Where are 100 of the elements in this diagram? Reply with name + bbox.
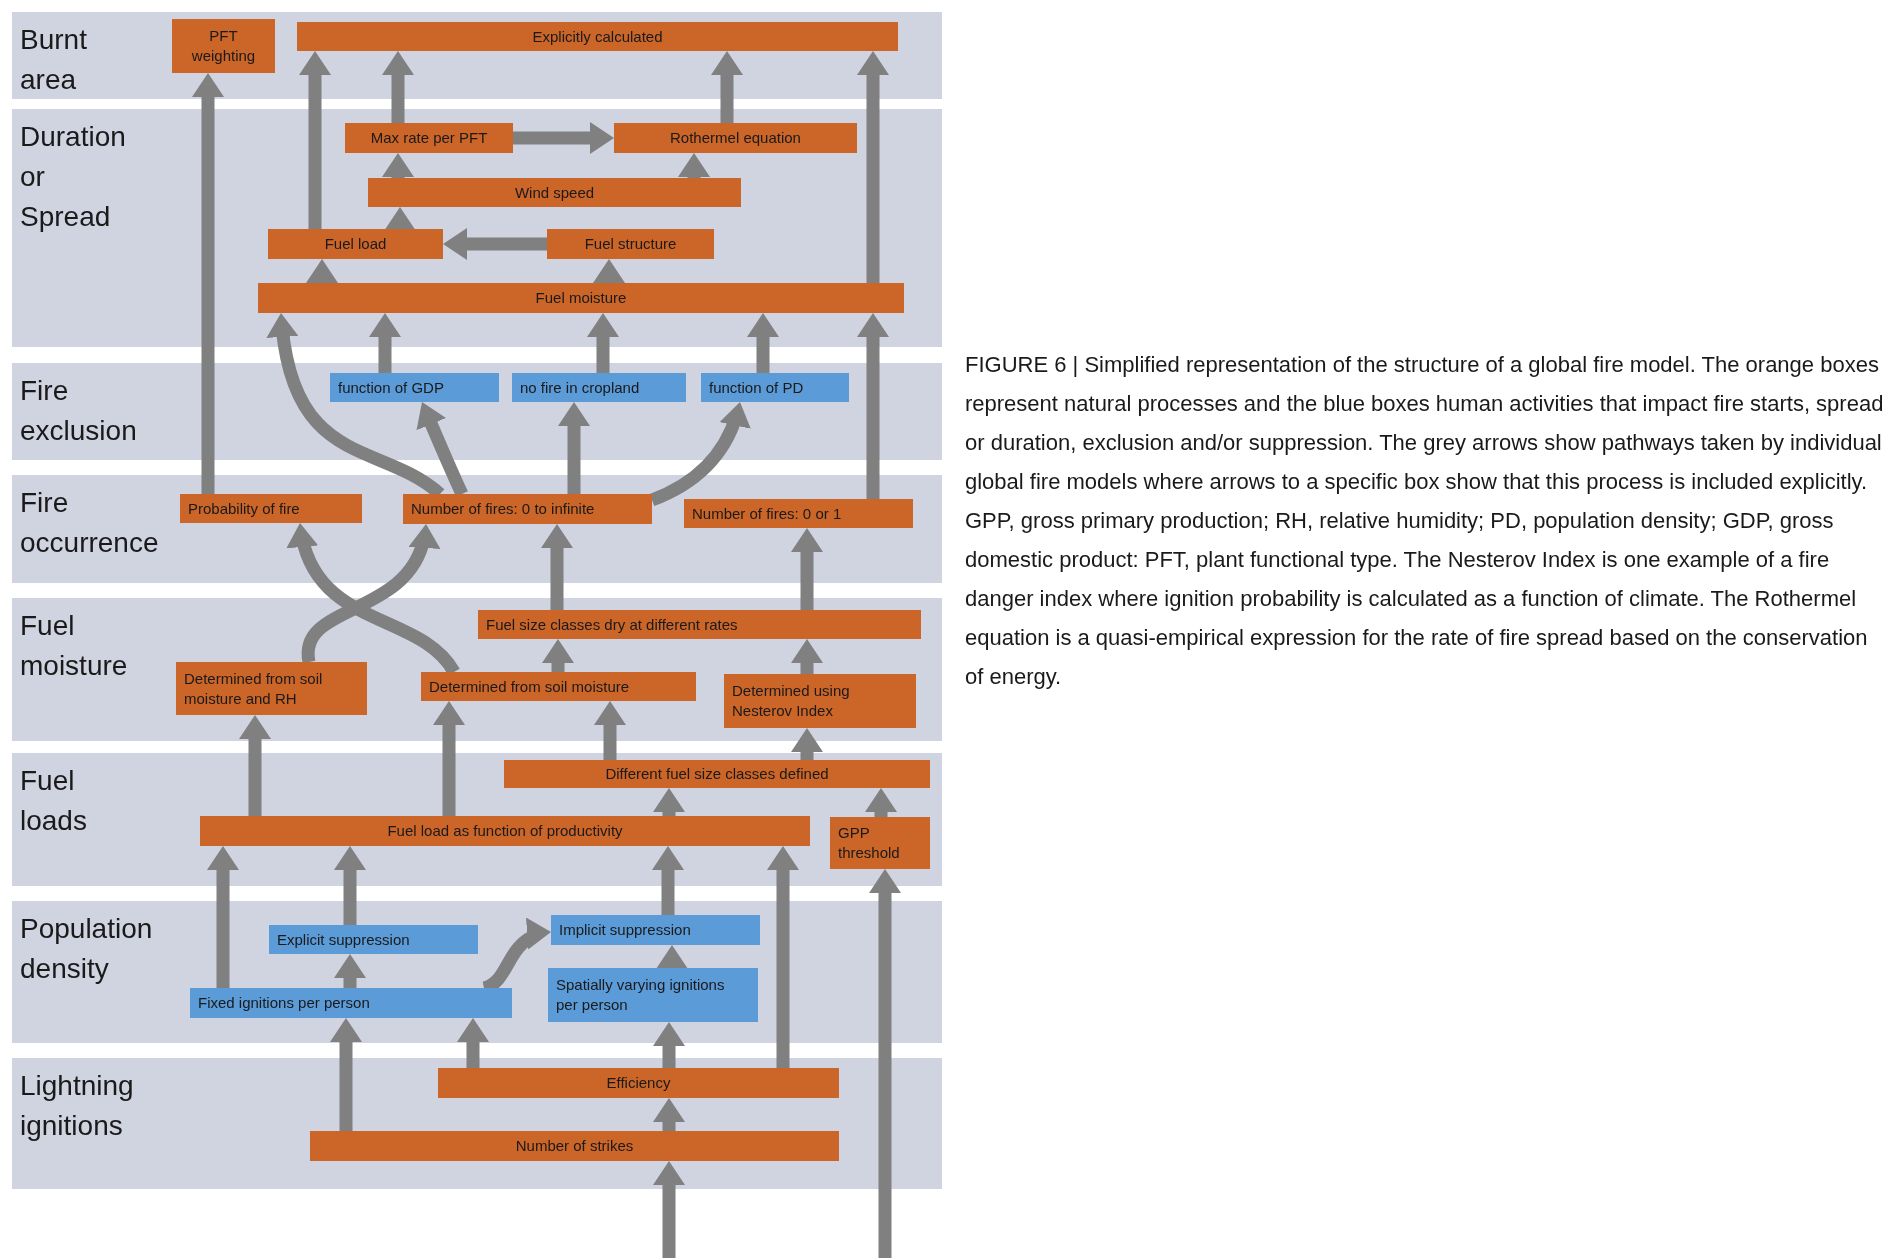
process-box [268, 229, 443, 259]
arrow [656, 945, 688, 969]
box-label: Number of fires: 0 to infinite [411, 499, 595, 519]
process-box [368, 178, 741, 207]
arrow [334, 846, 366, 925]
row-heading: Fire occurrence [20, 486, 159, 560]
process-box [345, 123, 513, 153]
box-label: Determined from soil moisture [429, 676, 630, 697]
arrow [382, 51, 414, 123]
process-box [180, 494, 362, 523]
arrow [594, 701, 626, 760]
box-label: Fuel size classes dry at different rates [486, 614, 738, 635]
arrow [711, 51, 743, 123]
box-label: Implicit suppression [559, 920, 691, 940]
arrow [653, 1022, 685, 1068]
arrow [558, 402, 590, 494]
arrow [587, 313, 619, 373]
box-label: Determined from soil moisture and RH [184, 668, 324, 709]
process-box [684, 499, 913, 528]
arrow [791, 528, 823, 610]
arrow [767, 846, 799, 1068]
process-box [310, 1131, 839, 1161]
process-box [724, 674, 916, 728]
box-label: Spatially varying ignitions per person [556, 975, 726, 1015]
box-label: function of GDP [338, 377, 444, 398]
row-band [12, 1058, 942, 1189]
process-box [551, 915, 760, 945]
box-label: Fuel moisture [535, 288, 627, 308]
box-label: Number of strikes [515, 1136, 634, 1156]
box-label: Explicit suppression [277, 929, 410, 950]
arrow [457, 1018, 489, 1068]
row-heading: Fire exclusion [20, 374, 137, 448]
figure-caption: FIGURE 6 | Simplified representation of the structure of a global fire model. The orange boxes represent natural processes and the blue boxes human activities that impact fire starts, spread or duration, exclusion and/or suppression. The grey arrows show pathways taken by individual global fire models where arrows to a specific box show that this process is included explicitly. GPP, gross primary production; RH, relative humidity; PD, population density; GDP, gross domestic product: PFT, plant functional type. The Nesterov Index is one example of a fire danger index where ignition probability is calculated as a function of climate. The Rothermel equation is a quasi-empirical expression for the rate of fire spread based on the conservation of energy. [965, 351, 1885, 691]
arrow [649, 400, 750, 506]
process-box [548, 968, 758, 1022]
box-label: no fire in cropland [520, 377, 640, 398]
process-box [200, 816, 810, 846]
box-label: Different fuel size classes defined [605, 764, 829, 784]
arrow [541, 524, 573, 610]
arrow [857, 51, 889, 283]
arrow [330, 1018, 362, 1131]
arrow [443, 228, 547, 260]
arrow [207, 846, 239, 988]
process-box [330, 373, 499, 402]
arrow [747, 313, 779, 373]
arrow [239, 715, 271, 816]
box-label: Fixed ignitions per person [198, 993, 370, 1013]
row-heading: Fuel moisture [20, 609, 128, 683]
process-box [614, 123, 857, 153]
row-heading: Duration or Spread [20, 120, 126, 234]
box-label: function of PD [709, 377, 804, 398]
arrow [593, 259, 625, 283]
box-label: Probability of fire [188, 498, 300, 519]
arrow [653, 788, 685, 816]
arrow [652, 846, 684, 915]
arrow [869, 869, 901, 1258]
process-box [176, 662, 367, 715]
process-box [830, 817, 930, 869]
process-box [478, 610, 921, 639]
arrow [653, 1098, 685, 1131]
row-band [12, 753, 942, 886]
box-label: Fuel load as function of productivity [387, 821, 623, 841]
process-box [421, 672, 696, 701]
box-label: PFT weighting [190, 26, 257, 66]
arrow [542, 639, 574, 672]
arrow [382, 153, 414, 178]
arrow [857, 313, 889, 499]
process-box [190, 988, 512, 1018]
arrow [678, 153, 710, 178]
arrow [416, 399, 468, 497]
process-box [269, 925, 478, 954]
process-box [172, 19, 275, 73]
arrow [865, 788, 897, 817]
box-label: Max rate per PFT [370, 128, 488, 148]
process-box [701, 373, 849, 402]
row-heading: Burnt area [20, 23, 87, 97]
box-label: Fuel load [324, 234, 387, 254]
box-label: Rothermel equation [670, 128, 801, 148]
row-band [12, 901, 942, 1043]
arrow [369, 313, 401, 373]
arrow [513, 122, 614, 154]
arrow [791, 639, 823, 674]
row-band [12, 12, 942, 99]
process-box [512, 373, 686, 402]
process-box [504, 760, 930, 788]
row-band [12, 598, 942, 741]
process-box [438, 1068, 839, 1098]
arrow [433, 701, 465, 816]
box-label: Fuel structure [584, 234, 677, 254]
arrow [192, 73, 224, 494]
row-heading: Lightning ignitions [20, 1069, 134, 1143]
arrow [384, 207, 416, 231]
arrow [299, 51, 331, 229]
box-label: Efficiency [606, 1073, 671, 1093]
arrow [653, 1161, 685, 1258]
arrow [334, 954, 366, 988]
row-band [12, 475, 942, 583]
process-box [258, 283, 904, 313]
box-label: Wind speed [514, 182, 595, 203]
process-box [547, 229, 714, 259]
